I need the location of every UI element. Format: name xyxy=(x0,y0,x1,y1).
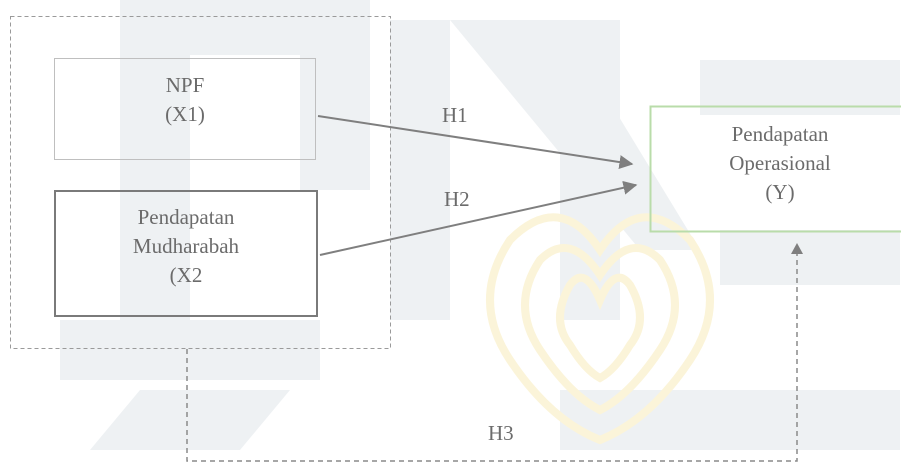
mudharabah-x2-box xyxy=(54,190,318,317)
h3-connector xyxy=(186,252,798,462)
h2-label: H2 xyxy=(444,187,470,211)
operasional-y-box xyxy=(649,105,901,233)
operasional-y-line1: Pendapatan xyxy=(731,122,829,146)
h3-arrowhead xyxy=(791,243,803,254)
h1-label: H1 xyxy=(442,103,468,127)
npf-x1-box xyxy=(54,58,316,160)
npf-x1-name: NPF xyxy=(165,73,205,97)
mudharabah-x2-line1: Pendapatan xyxy=(137,205,235,229)
independent-variables-group xyxy=(10,16,391,349)
h2-arrow xyxy=(319,180,638,256)
mudharabah-x2-line2: Mudharabah xyxy=(132,234,240,258)
mudharabah-x2-label: Pendapatan Mudharabah (X2 xyxy=(55,203,317,290)
npf-x1-code: (X1) xyxy=(165,102,205,126)
operasional-y-code: (Y) xyxy=(765,180,795,204)
operasional-y-label: Pendapatan Operasional (Y) xyxy=(650,120,901,207)
emblem-watermark xyxy=(486,213,714,445)
npf-x1-label: NPF (X1) xyxy=(54,71,316,129)
operasional-y-line2: Operasional xyxy=(729,151,831,175)
mudharabah-x2-code: (X2 xyxy=(169,263,203,287)
h1-arrow xyxy=(317,115,634,170)
h3-label: H3 xyxy=(488,421,514,445)
